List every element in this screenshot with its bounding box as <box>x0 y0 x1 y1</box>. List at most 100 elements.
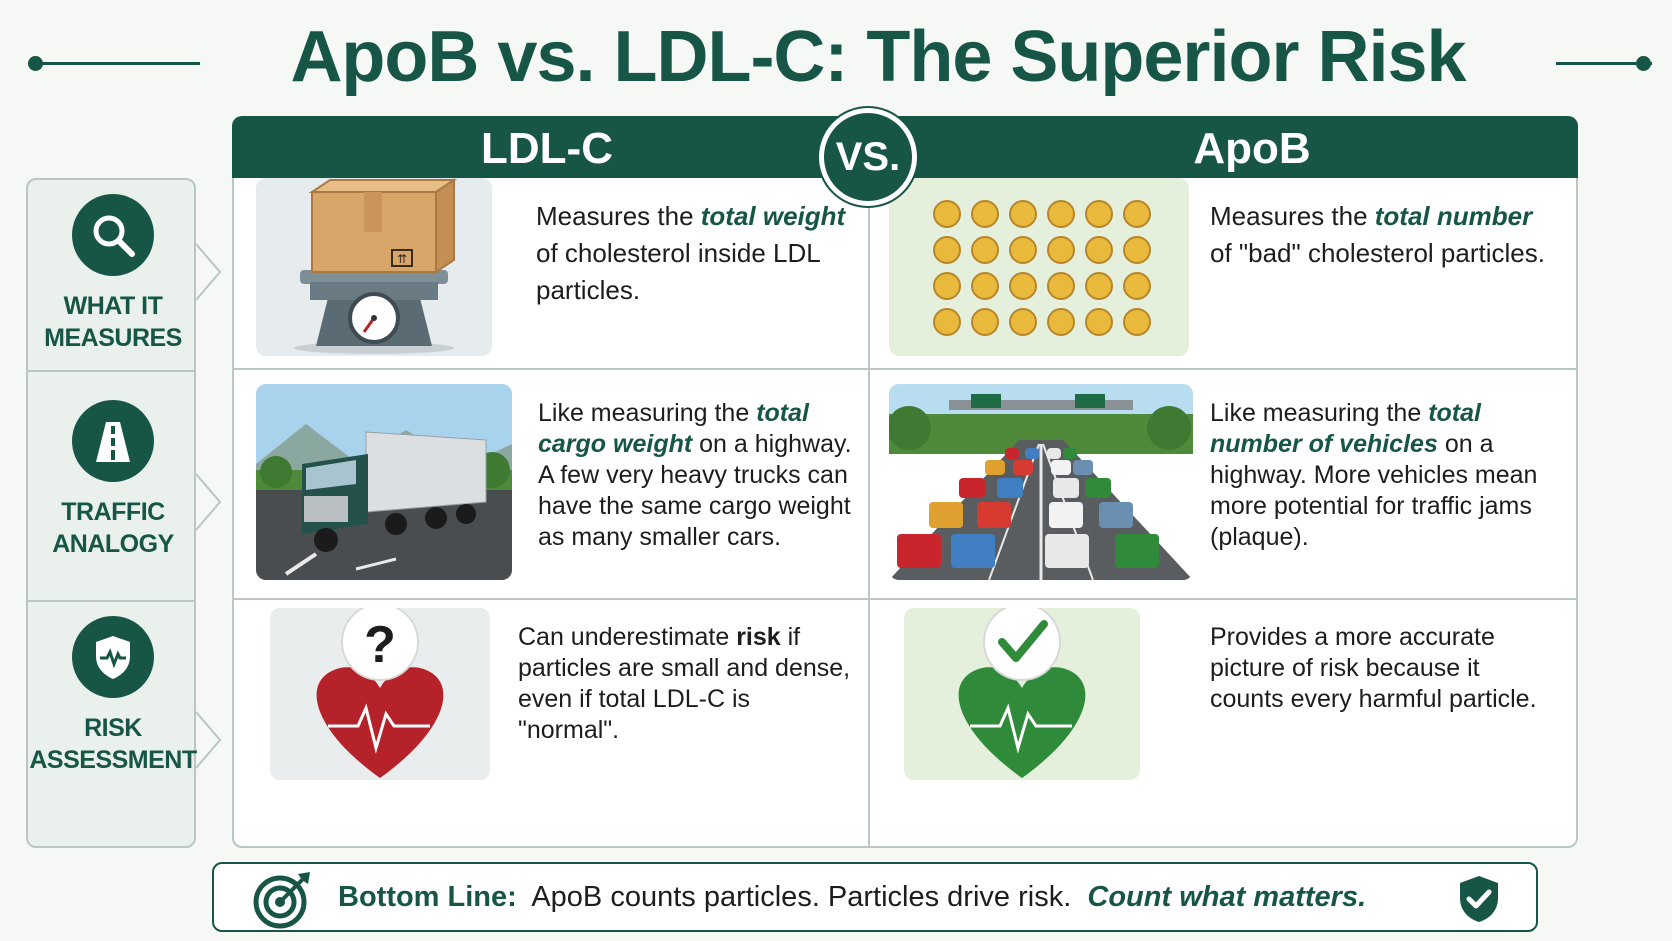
particle-dot <box>1009 308 1037 336</box>
particle-dot <box>971 236 999 264</box>
car-shape <box>1013 460 1033 475</box>
particle-dot <box>1009 236 1037 264</box>
ldl-risk-text: Can underestimate risk if particles are … <box>518 622 858 746</box>
bottom-line-label: Bottom Line: <box>338 881 517 913</box>
vs-badge: VS. <box>819 108 917 206</box>
chevron-right-icon <box>195 711 222 769</box>
car-shape <box>1085 478 1111 498</box>
box-on-scale-illustration: ⇈ <box>256 178 492 356</box>
car-shape <box>1115 534 1159 568</box>
emphasis-text: total weight <box>700 201 846 231</box>
text-segment: Like measuring the <box>538 399 750 427</box>
car-shape <box>1047 448 1061 459</box>
text-segment: Can underestimate <box>518 623 730 651</box>
particle-dot <box>971 308 999 336</box>
chevron-right-icon <box>195 473 222 531</box>
row-label-line: TRAFFIC <box>61 498 165 526</box>
title-ornament-line <box>36 62 200 65</box>
particle-dot <box>1123 308 1151 336</box>
car-shape <box>1049 502 1083 528</box>
row-label-risk-assessment: RISK ASSESSMENT <box>28 616 198 776</box>
car-shape <box>959 478 985 498</box>
car-shape <box>1045 534 1089 568</box>
title-ornament-dot <box>28 56 43 71</box>
particle-dot <box>1123 236 1151 264</box>
particle-dot <box>933 272 961 300</box>
particle-dot <box>1009 200 1037 228</box>
row-label-line: RISK <box>84 714 142 742</box>
title-row: ApoB vs. LDL-C: The Superior Risk Marker <box>0 12 1672 187</box>
bottom-line-banner: Bottom Line: ApoB counts particles. Part… <box>212 862 1538 932</box>
emphasis-text: total number of vehicles <box>1210 399 1481 458</box>
car-shape <box>1051 460 1071 475</box>
road-icon <box>72 400 154 482</box>
car-shape <box>1063 448 1077 459</box>
particle-dot <box>1047 272 1075 300</box>
car-shape <box>929 502 963 528</box>
car-shape <box>1005 448 1019 459</box>
particle-dot <box>1009 272 1037 300</box>
car-shape <box>977 502 1011 528</box>
particle-dot <box>1085 236 1113 264</box>
text-segment: Like measuring the <box>1210 399 1422 427</box>
particle-dot <box>933 236 961 264</box>
text-segment: Measures the <box>536 201 694 231</box>
svg-text:⇈: ⇈ <box>397 252 407 266</box>
particle-dot <box>1047 200 1075 228</box>
bold-text: risk <box>736 623 781 651</box>
ldl-measures-text: Measures the total weight of cholesterol… <box>536 198 856 309</box>
column-divider <box>868 178 870 846</box>
particle-dot <box>1047 236 1075 264</box>
highway-traffic-illustration <box>889 384 1193 580</box>
ldl-analogy-text: Like measuring the total cargo weight on… <box>538 398 858 553</box>
emphasis-text: total number <box>1374 201 1533 231</box>
car-shape <box>1053 478 1079 498</box>
car-shape <box>1025 448 1039 459</box>
particle-grid-illustration <box>889 178 1189 356</box>
particle-dot <box>1123 272 1151 300</box>
row-label-line: ASSESSMENT <box>29 746 197 774</box>
heavy-truck-illustration <box>256 384 512 580</box>
shield-check-icon <box>1460 876 1498 922</box>
column-header-ldl: LDL-C <box>481 124 613 173</box>
row-label-line: MEASURES <box>44 324 182 352</box>
particle-dot <box>1123 200 1151 228</box>
car-shape <box>951 534 995 568</box>
particle-dot <box>1085 308 1113 336</box>
row-label-line: WHAT IT <box>63 292 163 320</box>
magnifier-icon <box>72 194 154 276</box>
particle-dot <box>933 308 961 336</box>
row-label-traffic-analogy: TRAFFIC ANALOGY <box>28 400 198 560</box>
chevron-right-icon <box>195 243 222 301</box>
apob-analogy-text: Like measuring the total number of vehic… <box>1210 398 1560 553</box>
text-segment: on a highway. More vehicles mean more po… <box>1210 430 1538 551</box>
text-segment: on a highway. A few very heavy trucks ca… <box>538 430 852 551</box>
comparison-grid: ⇈ Measures the total weight of cholester… <box>232 178 1578 848</box>
particle-dot <box>1085 200 1113 228</box>
bottom-line-emphasis: Count what matters. <box>1087 881 1367 913</box>
red-heart-illustration: ? <box>270 608 490 780</box>
car-shape <box>897 534 941 568</box>
particle-dot <box>971 200 999 228</box>
row-divider <box>234 368 1576 370</box>
car-shape <box>1099 502 1133 528</box>
emphasis-text: total cargo weight <box>538 399 809 458</box>
checkmark-icon <box>983 608 1061 681</box>
row-label-text: TRAFFIC ANALOGY <box>28 496 198 560</box>
text-segment: if particles are small and dense, even i… <box>518 623 851 744</box>
svg-text:?: ? <box>364 616 396 674</box>
particle-dot <box>933 200 961 228</box>
row-label-what-it-measures: WHAT IT MEASURES <box>28 194 198 354</box>
column-header-apob: ApoB <box>1193 124 1311 173</box>
shield-pulse-icon <box>72 616 154 698</box>
apob-measures-text: Measures the total number of "bad" chole… <box>1210 198 1560 272</box>
particle-dot <box>1085 272 1113 300</box>
target-icon <box>253 872 310 929</box>
title-ornament-dot <box>1636 56 1651 71</box>
particle-dot <box>1047 308 1075 336</box>
row-label-line: ANALOGY <box>52 530 174 558</box>
bottom-line-statement: ApoB counts particles. Particles drive r… <box>531 881 1072 913</box>
apob-risk-text: Provides a more accurate picture of risk… <box>1210 623 1537 713</box>
text-segment: of cholesterol inside LDL particles. <box>536 238 820 305</box>
green-heart-illustration <box>904 608 1140 780</box>
